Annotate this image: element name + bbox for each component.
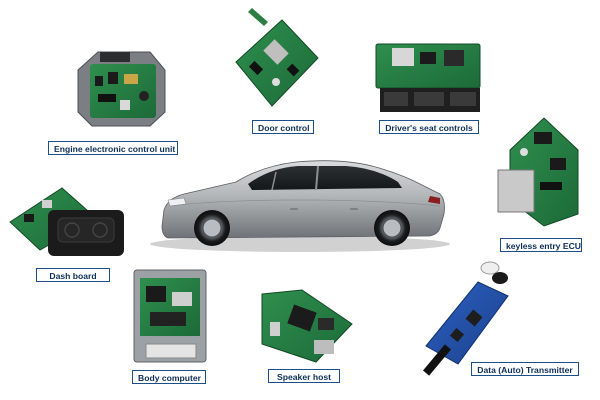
dashboard-image [9, 187, 124, 256]
label-engine-ecu: Engine electronic control unit [48, 141, 178, 155]
seat-controls-image [375, 43, 481, 112]
body-computer-image [133, 269, 207, 363]
transmitter-image [423, 261, 509, 376]
engine-ecu-image [77, 51, 166, 127]
speaker-host-image [261, 289, 353, 363]
label-speaker-host: Speaker host [268, 369, 340, 383]
label-dash-board: Dash board [36, 268, 110, 282]
label-data-transmitter: Data (Auto) Transmitter [471, 362, 579, 376]
door-control-image [235, 8, 319, 107]
label-keyless-ecu: keyless entry ECU [500, 238, 582, 252]
keyless-ecu-image [497, 117, 579, 227]
car-image [150, 160, 450, 252]
label-seat-controls: Driver's seat controls [379, 120, 479, 134]
label-door-control: Door control [252, 120, 314, 134]
label-body-computer: Body computer [132, 370, 206, 384]
